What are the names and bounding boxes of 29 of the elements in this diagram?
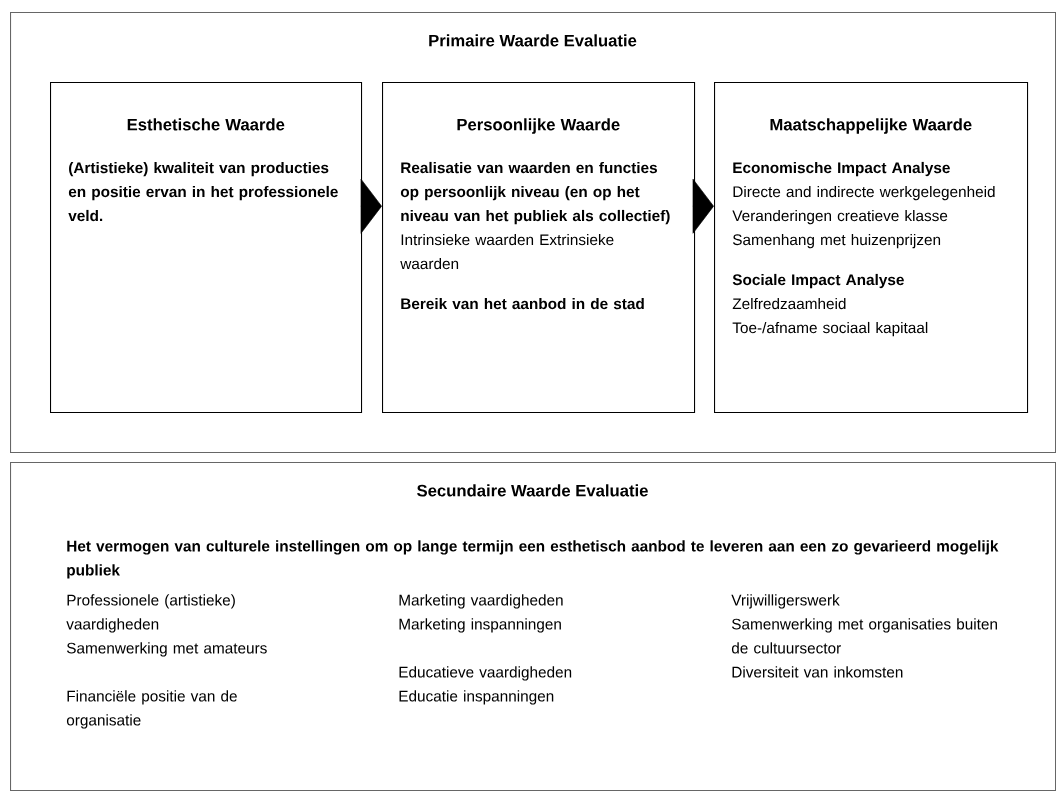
list-item: Directe and indirecte werkgelegenheid — [733, 185, 995, 201]
list-item: Samenhang met huizenprijzen — [732, 233, 941, 249]
list-item: Toe-/afname sociaal kapitaal — [732, 321, 928, 337]
box-heading: Persoonlijke Waarde — [457, 118, 620, 134]
arrow — [360, 178, 382, 234]
list-item: Marketing inspanningen — [399, 618, 561, 633]
box-heading: Maatschappelijke Waarde — [770, 118, 972, 134]
list-item: Educatieve vaardigheden — [399, 666, 572, 681]
bold-statement: Realisatie van waarden en functies op persoonlijk niveau (en op het niveau van het publiek als collectief) — [400, 161, 670, 225]
list-item: Marketing vaardigheden — [399, 594, 563, 609]
arrow — [692, 178, 714, 234]
list-item: Intrinsieke waarden Extrinsieke waarden — [400, 233, 614, 270]
bold-statement: Bereik van het aanbod in de stad — [401, 297, 644, 310]
bold-statement: Het vermogen van culturele instellingen om op lange termijn een esthetisch aanbod te leveren aan een zo gevarieerd mogelijk publiek — [67, 540, 999, 579]
list-item: Professionele (artistieke) vaardigheden — [66, 594, 235, 633]
box-heading: Esthetische Waarde — [127, 118, 285, 131]
bold-statement: Sociale Impact Analyse — [732, 273, 904, 289]
list-item: Samenwerking met organisaties buiten de cultuursector — [731, 618, 997, 654]
bold-statement: Economische Impact Analyse — [733, 161, 950, 177]
list-item: Zelfredzaamheid — [732, 297, 846, 310]
list-item: Samenwerking met amateurs — [66, 642, 267, 657]
section-title: Primaire Waarde Evaluatie — [429, 34, 637, 47]
list-item: Diversiteit van inkomsten — [732, 666, 903, 678]
list-item: Financiële positie van de organisatie — [66, 690, 237, 729]
bold-statement: (Artistieke) kwaliteit van producties en positie ervan in het professionele veld. — [68, 161, 338, 222]
list-item: Educatie inspanningen — [399, 690, 554, 705]
list-item: Vrijwilligerswerk — [731, 594, 840, 609]
section-title: Secundaire Waarde Evaluatie — [417, 484, 648, 497]
list-item: Veranderingen creatieve klasse — [732, 209, 948, 225]
